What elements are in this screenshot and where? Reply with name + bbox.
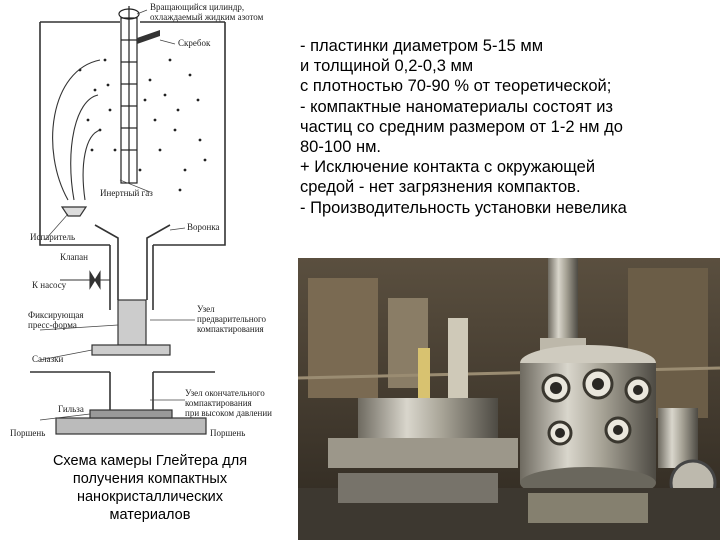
label-pre-compaction-2: предварительного bbox=[197, 314, 267, 324]
properties-text: - пластинки диаметром 5-15 мм и толщиной… bbox=[300, 36, 718, 218]
label-pre-compaction-3: компактирования bbox=[197, 324, 264, 334]
label-final-compaction-1: Узел окончательного bbox=[185, 388, 265, 398]
label-inert-gas: Инертный газ bbox=[100, 188, 153, 198]
label-slide: Салазки bbox=[32, 354, 63, 364]
installation-photo bbox=[298, 258, 720, 540]
evaporator bbox=[60, 206, 88, 217]
text-line: + Исключение контакта с окружающей bbox=[300, 158, 596, 177]
label-cylinder-1: Вращающийся цилиндр, bbox=[150, 2, 244, 12]
label-funnel: Воронка bbox=[187, 222, 220, 232]
text-line: 80-100 нм. bbox=[300, 138, 382, 157]
vertical-column bbox=[548, 258, 578, 348]
caption-line: нанокристаллических bbox=[76, 489, 224, 505]
label-evaporator: Испаритель bbox=[30, 232, 75, 242]
text-line: - компактные наноматериалы состоят из bbox=[300, 97, 614, 116]
gas-flow-lines bbox=[52, 59, 101, 201]
label-final-compaction-2: компактирования bbox=[185, 398, 252, 408]
scraper bbox=[137, 30, 160, 44]
gleiter-chamber-diagram: Вращающийся цилиндр, охлаждаемый жидким … bbox=[0, 0, 300, 450]
label-scraper: Скребок bbox=[178, 38, 211, 48]
label-fixing-mold-2: пресс-форма bbox=[28, 320, 77, 330]
label-sleeve: Гильза bbox=[58, 404, 84, 414]
diagram-caption: Схема камеры Глейтера для получения комп… bbox=[0, 452, 300, 524]
valve-pump-line bbox=[60, 270, 110, 290]
label-fixing-mold-1: Фиксирующая bbox=[28, 310, 84, 320]
label-piston-right: Поршень bbox=[210, 428, 245, 438]
label-to-pump: К насосу bbox=[32, 280, 67, 290]
caption-line: получения компактных bbox=[72, 471, 228, 487]
caption-line: материалов bbox=[109, 507, 191, 523]
chamber-outline bbox=[30, 21, 226, 420]
label-piston-left: Поршень bbox=[10, 428, 45, 438]
text-line: - Производительность установки невелика bbox=[300, 198, 627, 217]
label-final-compaction-3: при высоком давлении bbox=[185, 408, 272, 418]
text-line: частиц со средним размером от 1-2 нм до bbox=[300, 117, 623, 136]
label-valve: Клапан bbox=[60, 252, 88, 262]
text-line: с плотностью 70-90 % от теоретической; bbox=[300, 77, 612, 96]
label-cylinder-2: охлаждаемый жидким азотом bbox=[150, 12, 264, 22]
chamber-ports bbox=[541, 368, 652, 446]
text-line: - пластинки диаметром 5-15 мм bbox=[300, 37, 544, 55]
rotating-cylinder bbox=[118, 6, 140, 184]
label-pre-compaction-1: Узел bbox=[197, 304, 215, 314]
text-line: и толщиной 0,2-0,3 мм bbox=[300, 57, 474, 76]
text-line: средой - нет загрязнения компактов. bbox=[300, 178, 581, 197]
compaction-units bbox=[55, 299, 207, 435]
caption-line: Схема камеры Глейтера для bbox=[52, 453, 248, 469]
nanoparticles bbox=[78, 58, 207, 192]
